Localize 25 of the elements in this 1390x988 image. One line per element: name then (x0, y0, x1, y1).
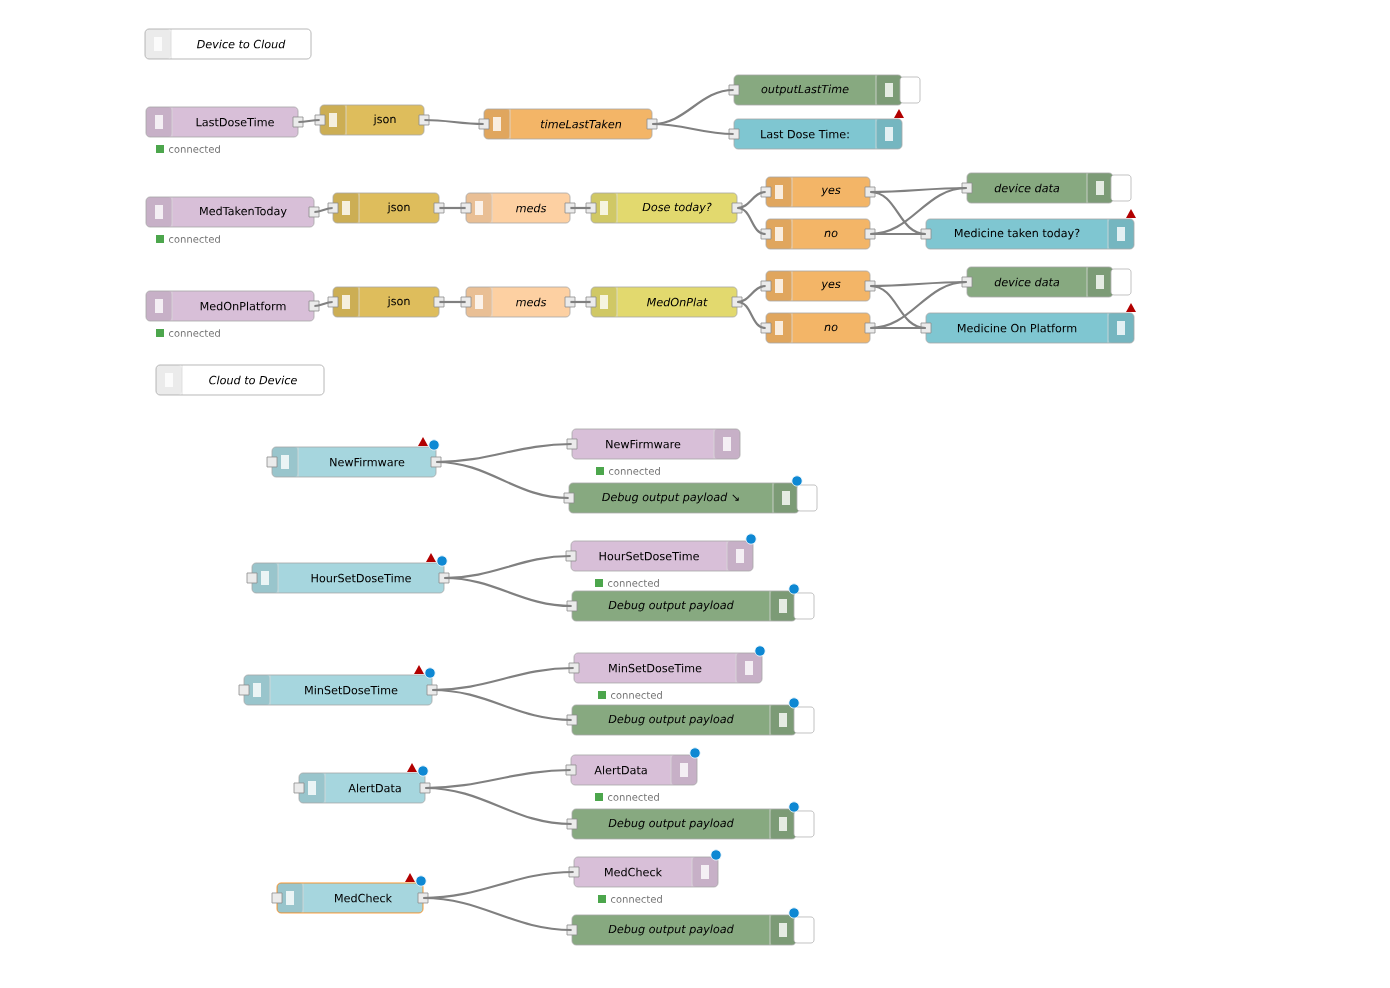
wire (423, 896, 572, 932)
wire (425, 786, 572, 826)
wire (652, 122, 734, 136)
wire (439, 206, 466, 210)
wire (570, 206, 591, 210)
wire (424, 118, 484, 126)
wire (737, 300, 766, 330)
wire (314, 206, 333, 214)
wire (737, 284, 766, 304)
wire (436, 460, 569, 500)
wire (314, 300, 333, 308)
wire (570, 300, 591, 304)
wire (444, 576, 572, 608)
wire (870, 280, 967, 330)
wire (870, 232, 926, 236)
wire (870, 186, 967, 236)
wire (737, 206, 766, 236)
wire (652, 88, 734, 126)
wire (737, 190, 766, 210)
wire (432, 688, 572, 722)
wire (870, 284, 926, 330)
wire (439, 300, 466, 304)
wire (870, 190, 926, 236)
wire (870, 326, 926, 330)
wire (298, 118, 320, 124)
